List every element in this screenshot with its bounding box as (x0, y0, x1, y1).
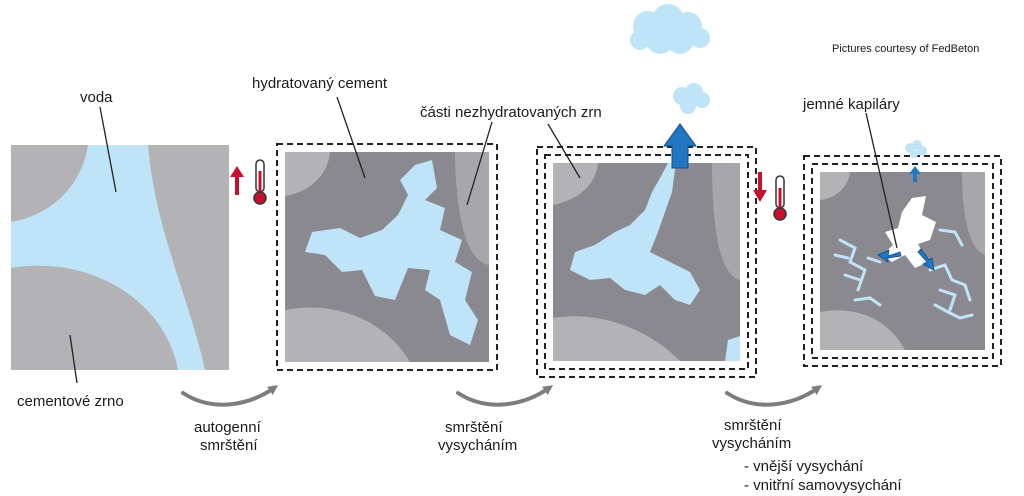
cloud-icon (630, 4, 710, 54)
cement-grain-bottom (11, 265, 178, 370)
cement-grain-top-left (11, 145, 88, 222)
thermometer-rising-icon (230, 159, 267, 205)
capillary-arrows-icon (877, 166, 935, 271)
credit-text: Pictures courtesy of FedBeton (832, 43, 980, 55)
step-drying2-line2: vysycháním (712, 435, 792, 452)
label-water: voda (80, 89, 113, 106)
step-autogenous-line2: smrštění (200, 437, 258, 454)
drying-type-internal: - vnitřní samovysychání (744, 477, 902, 494)
curved-arrow-icon (181, 385, 823, 407)
panel-autogenous (285, 152, 489, 362)
panel-fine-capillaries (820, 172, 985, 350)
cloud-icon-small (673, 83, 710, 114)
panel-drying (553, 163, 740, 361)
label-fine-capillaries: jemné kapiláry (803, 96, 900, 113)
vapor-arrow-icon (663, 123, 697, 169)
step-autogenous-line1: autogenní (194, 419, 261, 436)
step-drying2-line1: smrštění (724, 417, 782, 434)
cloud-icon-tiny (905, 140, 927, 158)
thermometer-falling-icon (753, 172, 787, 221)
step-drying-line1: smrštění (445, 419, 503, 436)
label-unhydrated-parts: části nezhydratovaných zrn (420, 104, 602, 121)
drying-type-external: - vnější vysychání (744, 458, 864, 475)
label-cement-grain: cementové zrno (17, 393, 124, 410)
step-drying-line2: vysycháním (438, 437, 518, 454)
panel-fresh-paste (11, 145, 229, 370)
cement-grain-right (148, 145, 229, 370)
label-hydrated-cement: hydratovaný cement (252, 75, 388, 92)
